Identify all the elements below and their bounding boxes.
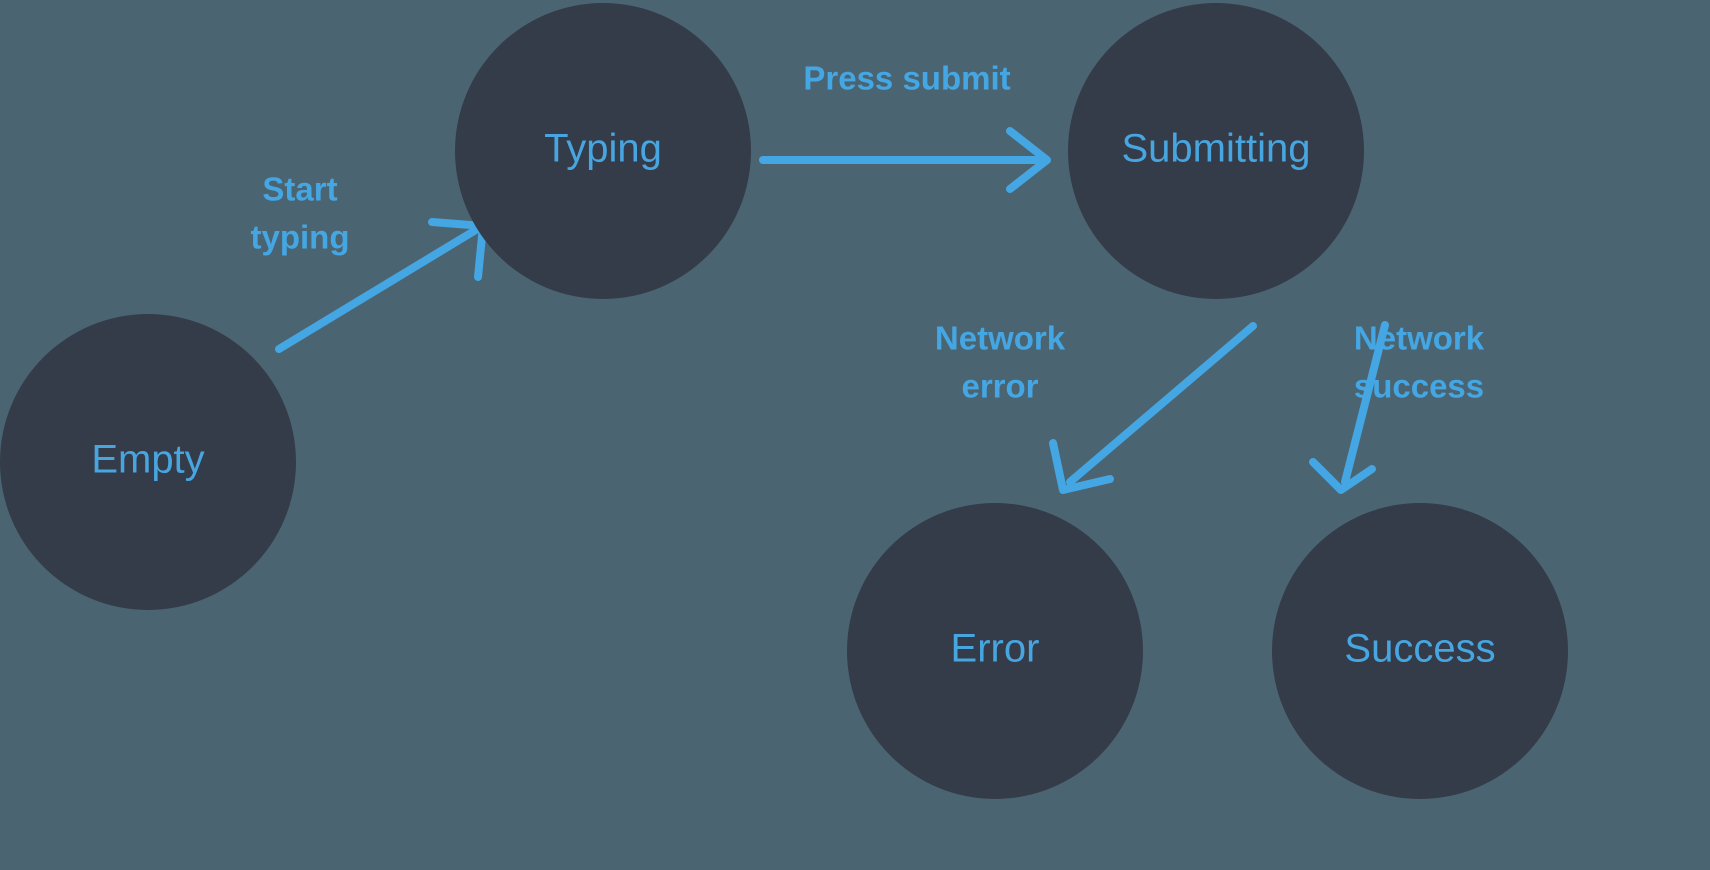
- state-node-error[interactable]: Error: [847, 503, 1143, 799]
- state-node-submitting[interactable]: Submitting: [1068, 3, 1364, 299]
- edge-line-start-typing: [275, 224, 483, 353]
- state-node-circle[interactable]: [847, 503, 1143, 799]
- state-node-empty[interactable]: Empty: [0, 314, 296, 610]
- state-node-typing[interactable]: Typing: [455, 3, 751, 299]
- edge-label-line: error: [961, 368, 1038, 405]
- edge-label-start-typing: Start typing: [251, 171, 350, 256]
- edge-press-submit: [759, 127, 1051, 193]
- arrowhead-icon-network-error: [1049, 439, 1114, 494]
- state-node-label: Typing: [544, 127, 662, 171]
- edge-label-network-error: Network error: [935, 320, 1066, 405]
- edge-label-press-submit: Press submit: [803, 60, 1010, 97]
- edge-label-network-success: Network success: [1354, 320, 1485, 405]
- edge-label-line: typing: [251, 219, 350, 256]
- state-node-circle[interactable]: [1272, 503, 1568, 799]
- arrowhead-icon-press-submit: [1006, 127, 1051, 193]
- state-node-label: Submitting: [1122, 127, 1311, 171]
- edge-network-error: [1049, 322, 1257, 494]
- state-node-success[interactable]: Success: [1272, 503, 1568, 799]
- edge-label-line: Network: [935, 320, 1066, 357]
- state-node-label: Success: [1344, 627, 1495, 671]
- edge-line-network-error: [1066, 322, 1257, 486]
- state-node-label: Error: [951, 627, 1040, 671]
- edge-line-network-success: [1341, 321, 1389, 486]
- state-node-circle[interactable]: [0, 314, 296, 610]
- edges-layer: [275, 127, 1389, 494]
- arrowhead-icon-network-success: [1309, 458, 1376, 494]
- state-node-label: Empty: [91, 438, 204, 482]
- edge-network-success: [1309, 321, 1389, 494]
- state-node-circle[interactable]: [455, 3, 751, 299]
- edge-label-line: Press submit: [803, 60, 1010, 97]
- edge-label-line: Start: [262, 171, 337, 208]
- edge-label-line: Network: [1354, 320, 1485, 357]
- state-node-circle[interactable]: [1068, 3, 1364, 299]
- edge-label-line: success: [1354, 368, 1484, 405]
